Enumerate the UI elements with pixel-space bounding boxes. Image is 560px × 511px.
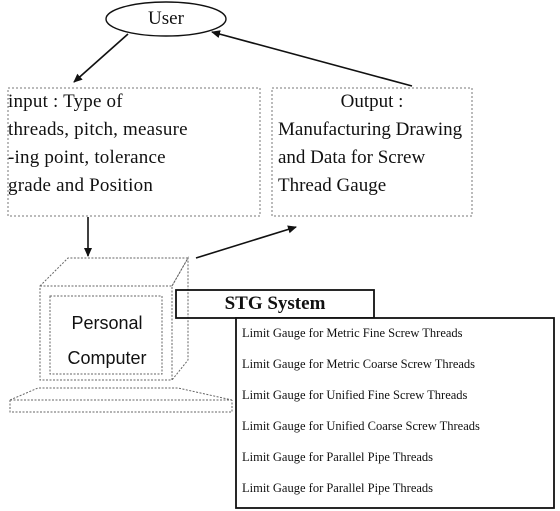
input-line: grade and Position <box>8 175 154 196</box>
arrow-output-to-user <box>211 30 413 87</box>
user-label: User <box>148 8 184 29</box>
arrow-computer-to-output <box>195 225 297 259</box>
output-box-border <box>271 87 473 217</box>
output-line: Thread Gauge <box>278 175 387 196</box>
input-line: -ing point, tolerance <box>8 147 166 168</box>
list-item: Limit Gauge for Parallel Pipe Threads <box>242 450 434 464</box>
output-title: Output : <box>340 91 404 112</box>
computer-label-line1: Personal <box>71 313 143 333</box>
list-item: Limit Gauge for Unified Fine Screw Threa… <box>242 388 468 402</box>
input-line: input : Type of <box>8 91 123 112</box>
input-box: input : Type of threads, pitch, measure … <box>8 88 260 216</box>
arrow-user-to-input <box>73 33 129 83</box>
list-item: Limit Gauge for Parallel Pipe Threads <box>242 481 434 495</box>
stg-system-title: STG System <box>224 293 326 314</box>
list-item: Limit Gauge for Unified Coarse Screw Thr… <box>242 419 480 433</box>
output-line: Manufacturing Drawing <box>278 119 463 140</box>
user-ellipse <box>105 1 227 37</box>
list-item: Limit Gauge for Metric Fine Screw Thread… <box>242 326 463 340</box>
input-line: threads, pitch, measure <box>8 119 188 140</box>
output-box: Output : Manufacturing Drawing and Data … <box>272 88 472 216</box>
computer-illustration <box>9 256 233 413</box>
output-line: and Data for Screw <box>278 147 426 168</box>
computer-label-line2: Computer <box>67 348 147 368</box>
stg-list-border <box>235 317 555 509</box>
list-item: Limit Gauge for Metric Coarse Screw Thre… <box>242 357 476 371</box>
input-box-border <box>7 87 261 217</box>
stg-system-list: Limit Gauge for Metric Fine Screw Thread… <box>236 318 554 504</box>
